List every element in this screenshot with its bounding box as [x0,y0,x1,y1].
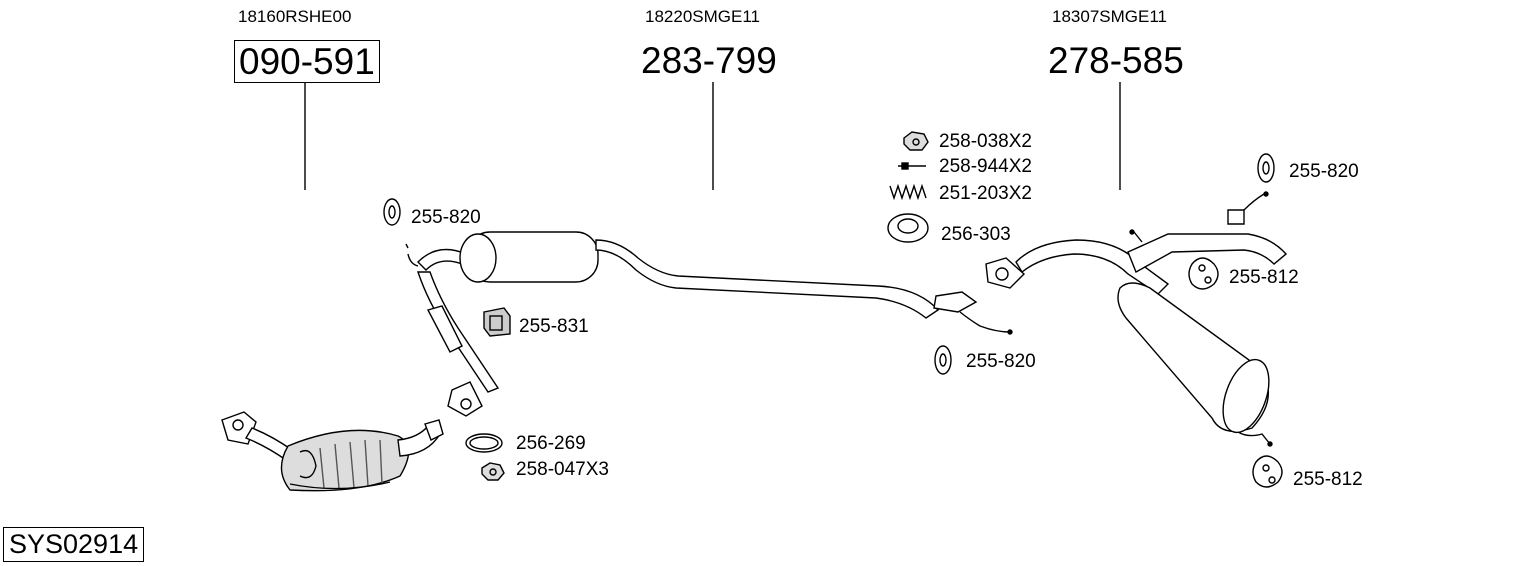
label-nut-front[interactable]: 258-047X3 [516,459,609,480]
mount-icon-mid [934,345,952,375]
label-gasket-mid[interactable]: 256-303 [941,224,1011,245]
middle-silencer-drawing [459,231,1013,335]
bolt-mid-icon [898,162,926,170]
nut-mid-icon [903,131,929,151]
mount-icon-right-top [1257,153,1275,183]
mount-icon-right-bottom [1252,455,1283,488]
nut-front-icon [481,462,505,481]
label-mount-right-mid[interactable]: 255-812 [1229,267,1299,288]
oem-number-1: 18160RSHE00 [238,7,352,26]
label-mount-left-top[interactable]: 255-820 [411,207,481,228]
oem-number-2: 18220SMGE11 [645,7,760,26]
label-mount-right-bottom[interactable]: 255-812 [1293,469,1363,490]
label-mount-right-top[interactable]: 255-820 [1289,161,1359,182]
clamp-icon [483,307,511,337]
label-mount-mid[interactable]: 255-820 [966,351,1036,372]
gasket-mid-icon [887,213,929,243]
mount-icon-right-mid [1188,257,1219,290]
spring-mid-icon [889,183,927,201]
label-nut-mid[interactable]: 258-038X2 [939,131,1032,152]
rear-silencer-drawing [985,191,1287,447]
label-spring-mid[interactable]: 251-203X2 [939,183,1032,204]
part-number-3[interactable]: 278-585 [1048,40,1184,81]
system-code: SYS02914 [3,527,145,563]
part-number-1[interactable]: 090-591 [234,40,380,83]
label-bolt-mid[interactable]: 258-944X2 [939,156,1032,177]
oem-number-3: 18307SMGE11 [1052,7,1167,26]
gasket-front-icon [465,433,503,453]
label-gasket-front[interactable]: 256-269 [516,433,586,454]
part-number-2[interactable]: 283-799 [641,40,777,81]
front-pipe-drawing [405,243,500,417]
label-clamp[interactable]: 255-831 [519,316,589,337]
catalytic-converter-drawing [221,411,444,492]
mount-icon-left-top [383,198,401,226]
